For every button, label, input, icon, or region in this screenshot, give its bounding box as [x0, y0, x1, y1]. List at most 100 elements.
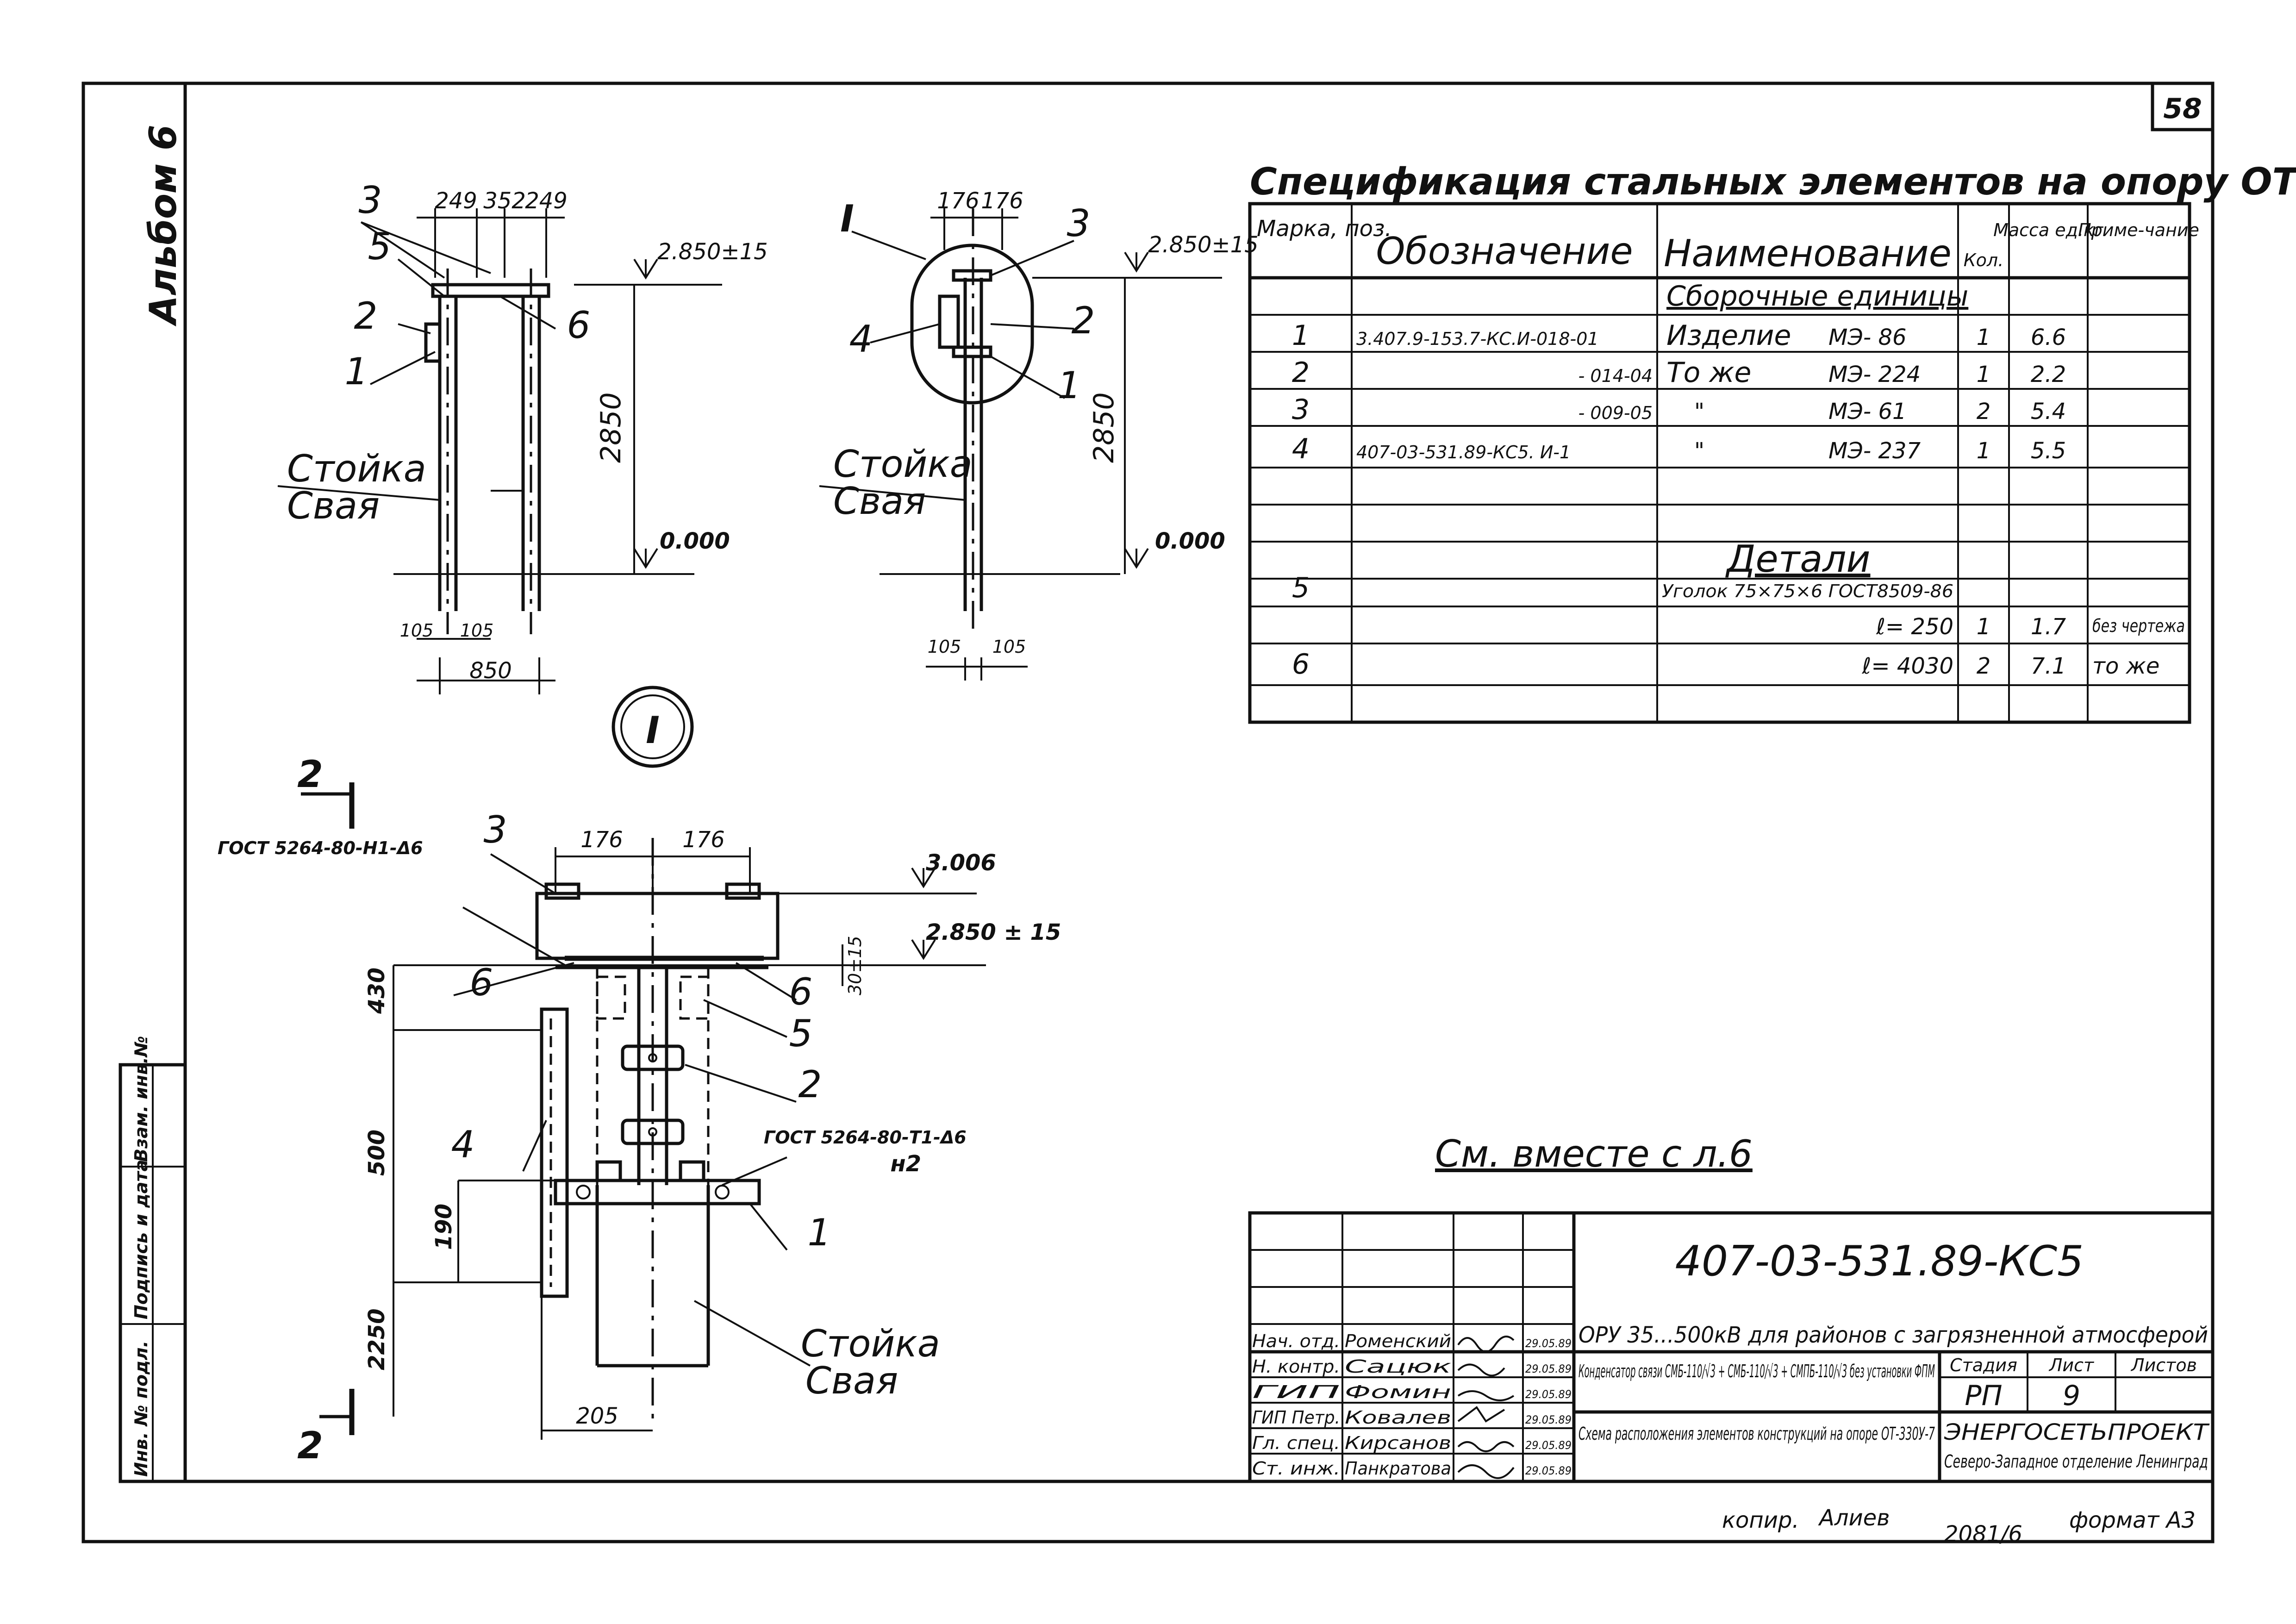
- format-label: формат А3: [2069, 1507, 2196, 1533]
- view1-dim-bot-a: 105: [400, 620, 434, 641]
- person-4-role: ГИП Петр.: [1252, 1407, 1340, 1428]
- spec-row-1-name: Изделие: [1666, 319, 1791, 352]
- spec-row-2-code: МЭ- 224: [1828, 362, 1921, 387]
- view2-elev-zero: 0.000: [1155, 528, 1225, 554]
- node-detail: [301, 782, 986, 1440]
- album-label: Альбом 6: [142, 125, 185, 327]
- spec-header-qty: Кол.: [1964, 250, 2004, 270]
- view2-pos-3: 3: [1067, 202, 1091, 245]
- person-3-role: ГИП: [1252, 1382, 1340, 1402]
- title-stage: РП: [1965, 1380, 2002, 1412]
- person-2-date: 29.05.89: [1525, 1362, 1572, 1375]
- spec-row-3-mass: 5.4: [2031, 399, 2066, 425]
- title-sheet-label: Лист: [2048, 1355, 2095, 1375]
- node-pile-label: Свая: [805, 1359, 898, 1402]
- spec-row-2-qty: 1: [1977, 362, 1991, 387]
- spec-header-name: Наименование: [1664, 232, 1952, 275]
- node-pos-6-right: 6: [789, 970, 813, 1013]
- node-pos-5: 5: [789, 1012, 813, 1055]
- view1-dim-total: 850: [469, 658, 512, 684]
- node-dim-b: 176: [682, 827, 725, 853]
- spec-row-3-qty: 2: [1977, 399, 1991, 425]
- person-6-date: 29.05.89: [1525, 1464, 1572, 1477]
- spec-detail-3-mass: 7.1: [2031, 653, 2066, 679]
- view2-pos-4: 4: [849, 318, 873, 361]
- copy-signature: Алиев: [1818, 1505, 1890, 1531]
- spec-row-4-code: МЭ- 237: [1828, 438, 1921, 464]
- view2-height: 2850: [1088, 392, 1120, 463]
- node-weld-2: ГОСТ 5264-80-Т1-Δ6: [764, 1127, 967, 1148]
- view1-height: 2850: [595, 392, 627, 463]
- spec-detail-3-len: ℓ= 4030: [1862, 653, 1953, 679]
- node-pos-1: 1: [808, 1211, 831, 1254]
- spec-detail-3-qty: 2: [1977, 653, 1991, 679]
- spec-header-designation: Обозначение: [1376, 230, 1633, 273]
- person-2-name: Сацюк: [1345, 1356, 1451, 1377]
- view1-elev-top: 2.850±15: [657, 239, 768, 265]
- view1-pile-label: Свая: [287, 484, 380, 527]
- person-5-name: Кирсанов: [1345, 1433, 1451, 1453]
- view2-dim-bot-a: 105: [928, 637, 961, 657]
- spec-row-4-name: ": [1694, 438, 1704, 464]
- spec-row-4-mass: 5.5: [2031, 438, 2066, 464]
- node-pos-3: 3: [484, 808, 507, 851]
- person-6-role: Ст. инж.: [1252, 1458, 1340, 1479]
- side-stamp-inv: Инв. № подл.: [131, 1341, 151, 1477]
- title-org: ЭНЕРГОСЕТЬПРОЕКТ: [1944, 1419, 2210, 1445]
- view2-post-label: Стойка: [833, 443, 973, 486]
- spec-row-1-code: МЭ- 86: [1828, 325, 1907, 350]
- side-stamp-replace: Взам. инв.№: [131, 1036, 151, 1162]
- spec-section-assemblies: Сборочные единицы: [1666, 280, 1968, 312]
- node-section-mark-top: 2: [297, 753, 323, 796]
- view1-dim-top-b: 352: [483, 188, 526, 214]
- spec-detail-3-note: то же: [2092, 653, 2159, 679]
- node-dim-v2: 500: [364, 1130, 390, 1176]
- person-3-date: 29.05.89: [1525, 1388, 1572, 1401]
- node-pos-6-left: 6: [470, 961, 493, 1004]
- view1-elevation: [277, 208, 722, 694]
- view1-pos-1: 1: [345, 350, 368, 393]
- view2-elevation: [819, 208, 1222, 681]
- spec-row-3-designation: - 009-05: [1578, 403, 1653, 423]
- spec-detail-2-note: без чертежа: [2092, 616, 2185, 636]
- spec-row-2-name: То же: [1666, 356, 1751, 389]
- view1-post-label: Стойка: [287, 447, 426, 490]
- spec-row-2-mass: 2.2: [2031, 362, 2066, 387]
- spec-header-mark: Марка, поз.: [1257, 216, 1392, 242]
- spec-detail-2-qty: 1: [1977, 614, 1991, 640]
- view1-pos-6: 6: [567, 304, 591, 347]
- spec-table-grid: [1248, 202, 2191, 724]
- node-section-mark-bottom: 2: [297, 1424, 323, 1467]
- person-5-date: 29.05.89: [1525, 1439, 1572, 1452]
- view1-dim-bot-b: 105: [460, 620, 494, 641]
- node-dim-v4: 2250: [364, 1308, 390, 1370]
- spec-detail-1-name: Уголок 75×75×6 ГОСТ8509-86: [1662, 581, 1953, 601]
- spec-row-1-qty: 1: [1977, 325, 1991, 350]
- sheet-number: 58: [2163, 93, 2202, 125]
- title-sheet-title: Схема расположения элементов конструкций…: [1578, 1424, 1935, 1444]
- node-weld-2-count: н2: [890, 1151, 921, 1177]
- view2-pile-label: Свая: [833, 480, 926, 523]
- person-2-role: Н. контр.: [1252, 1356, 1340, 1377]
- title-doc-code: 407-03-531.89-КС5: [1675, 1237, 2084, 1286]
- node-marker: [611, 686, 694, 768]
- see-also-note: См. вместе с л.6: [1435, 1132, 1753, 1175]
- spec-row-2-designation: - 014-04: [1578, 366, 1653, 386]
- spec-row-3-name: ": [1694, 399, 1704, 425]
- title-sheet: 9: [2063, 1380, 2080, 1412]
- view2-elev-top: 2.850±15: [1148, 232, 1259, 258]
- node-elev-mid: 2.850 ± 15: [926, 919, 1061, 945]
- view1-dim-top-c: 249: [525, 188, 568, 214]
- title-org-sub: Северо-Западное отделение Ленинград: [1944, 1451, 2208, 1472]
- view2-dim-top-a: 176: [937, 188, 980, 214]
- view1-pos-5: 5: [368, 225, 392, 268]
- view1-elev-zero: 0.000: [660, 528, 730, 554]
- node-dim-a: 176: [580, 827, 623, 853]
- node-dim-v3: 190: [431, 1204, 457, 1250]
- person-1-date: 29.05.89: [1525, 1337, 1572, 1350]
- spec-row-4-designation: 407-03-531.89-КС5. И-1: [1356, 442, 1571, 462]
- spec-detail-1-mark: 5: [1292, 572, 1310, 604]
- node-elev-top: 3.006: [926, 850, 996, 876]
- person-1-role: Нач. отд.: [1252, 1331, 1340, 1351]
